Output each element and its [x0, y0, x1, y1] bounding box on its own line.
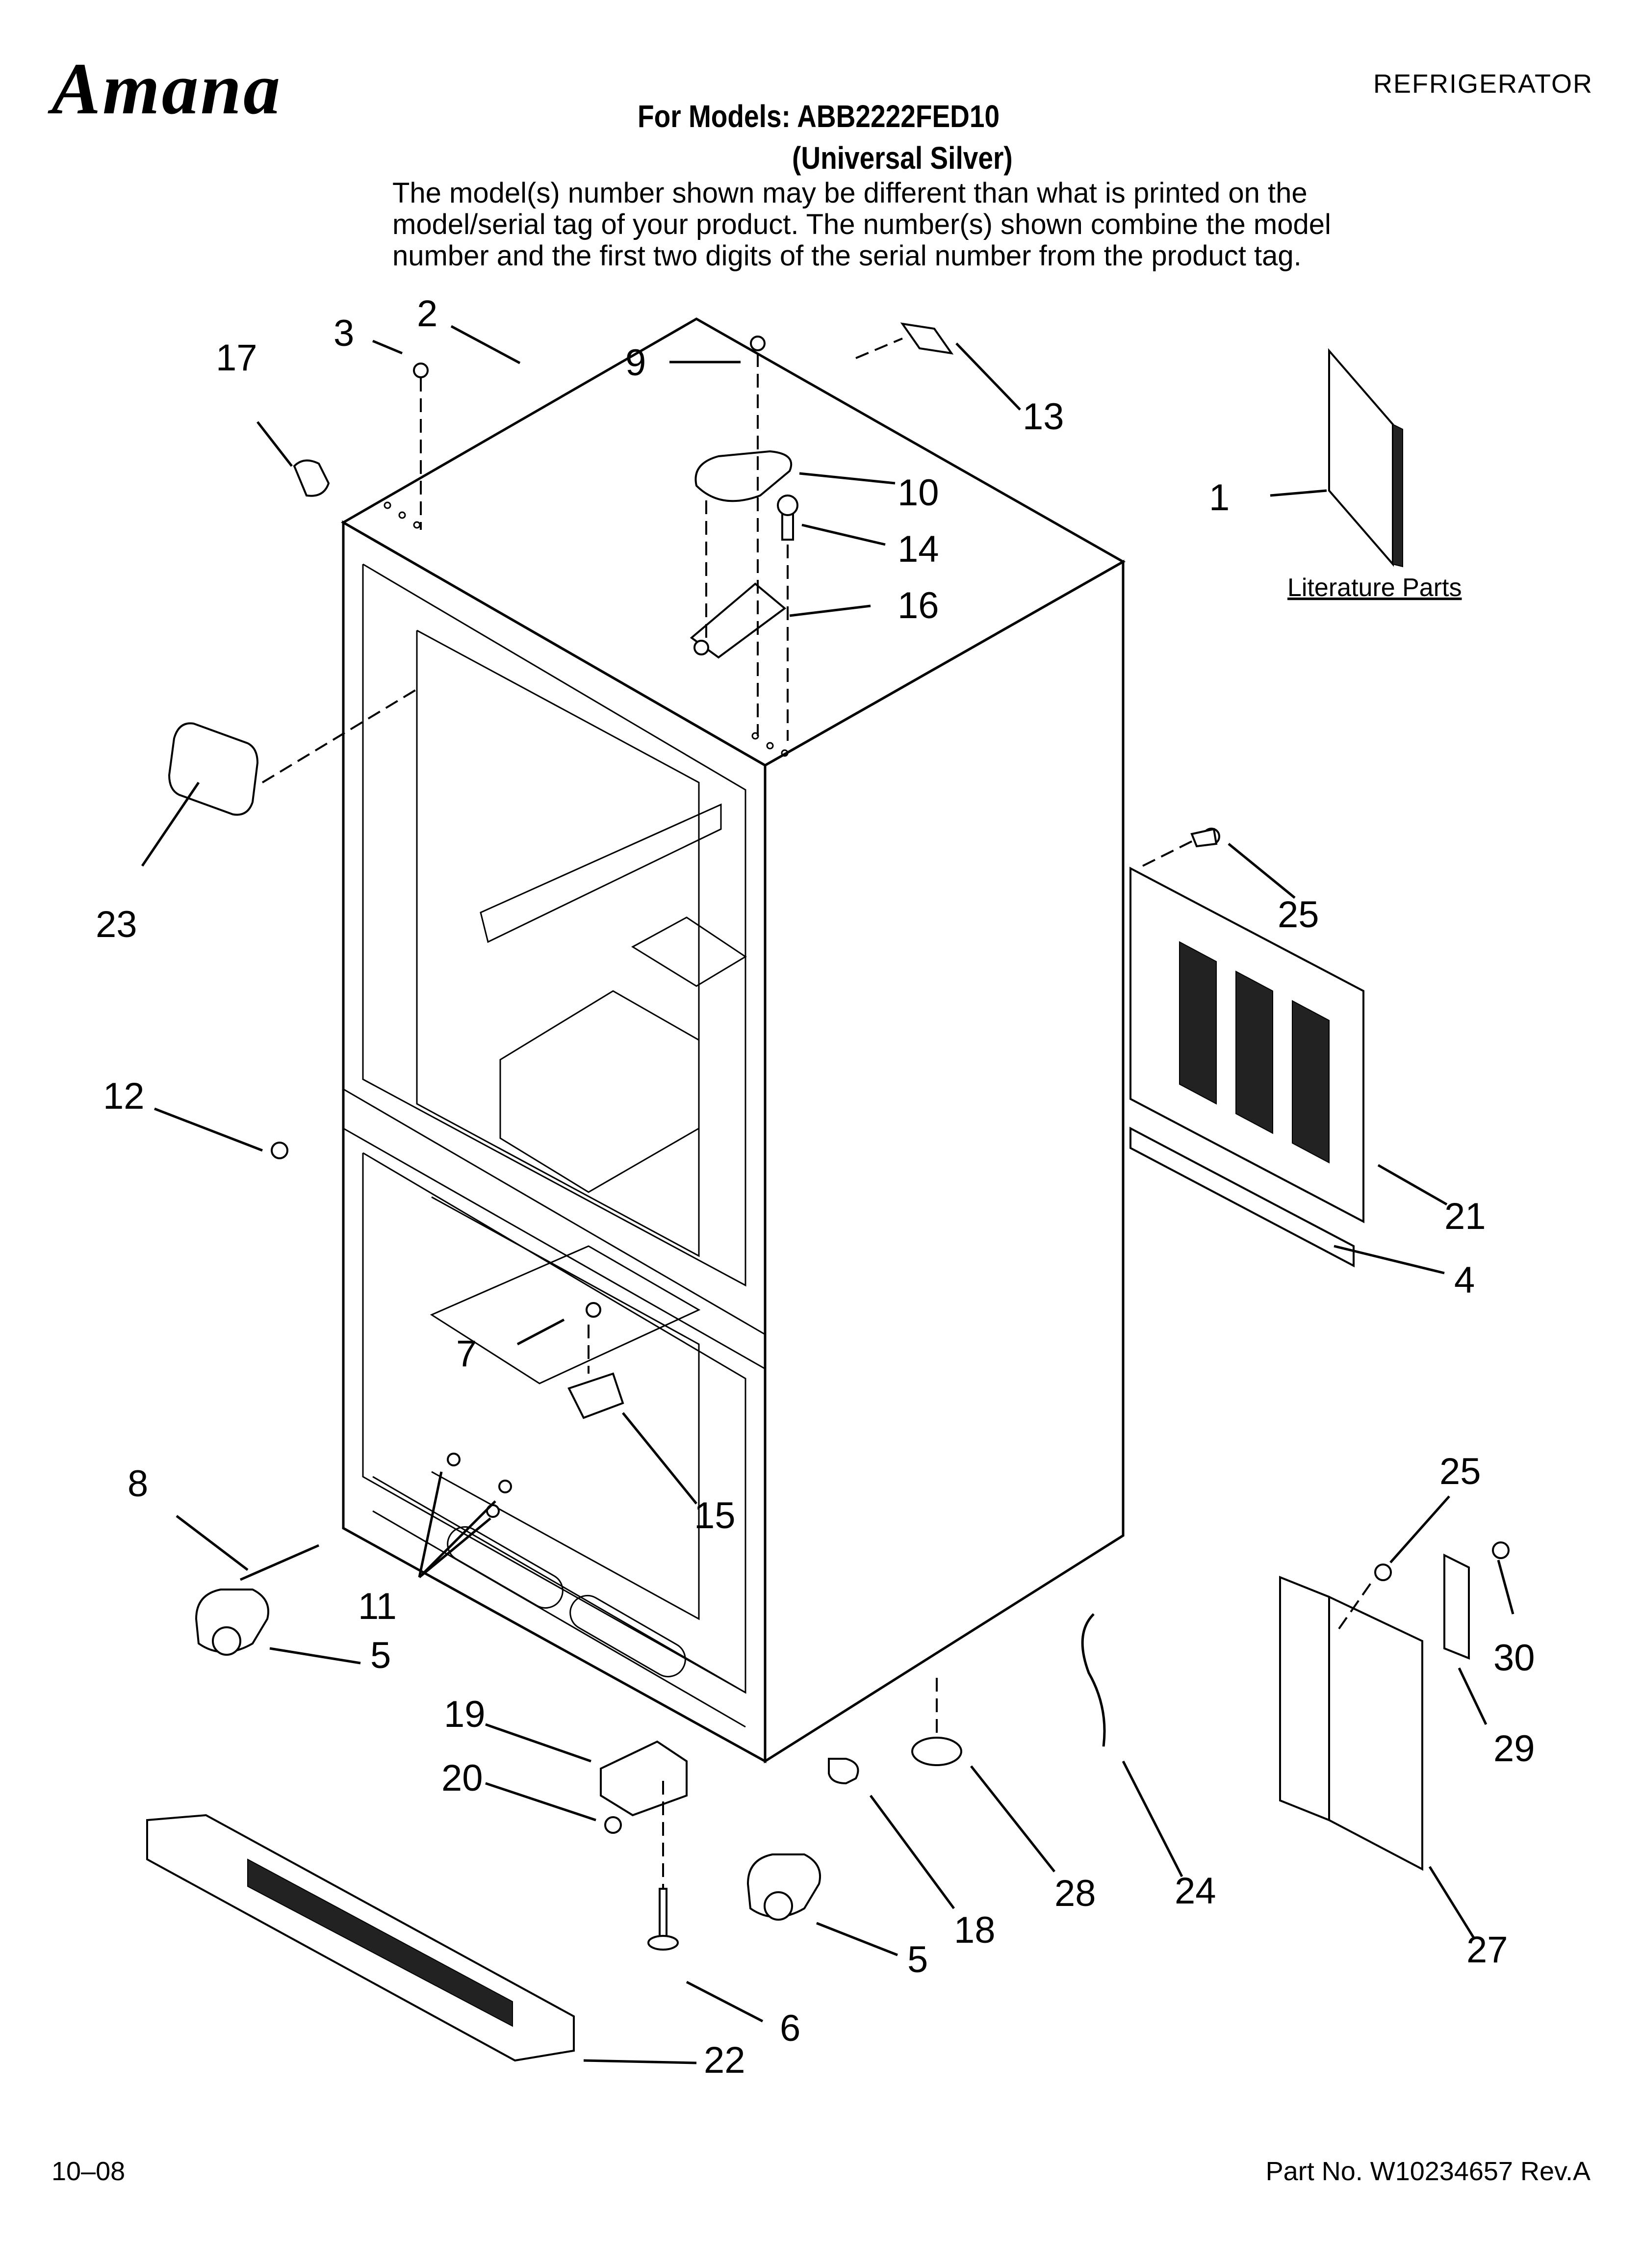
callout-1: 1: [1209, 477, 1230, 519]
callout-7: 7: [456, 1333, 477, 1375]
callout-17: 17: [216, 337, 257, 379]
callout-4: 4: [1454, 1259, 1475, 1301]
document-category: REFRIGERATOR: [1373, 69, 1593, 99]
callout-14: 14: [898, 528, 939, 570]
callout-9: 9: [625, 342, 646, 384]
callout-8: 8: [128, 1463, 148, 1505]
callout-5-left: 5: [370, 1635, 391, 1676]
callout-2: 2: [417, 293, 437, 335]
callout-11: 11: [358, 1586, 397, 1627]
model-note: The model(s) number shown may be differe…: [392, 177, 1331, 272]
callout-19: 19: [444, 1694, 486, 1735]
model-variant: (Universal Silver): [792, 140, 1013, 176]
callout-24: 24: [1175, 1870, 1216, 1912]
callout-25-lower: 25: [1439, 1451, 1481, 1492]
callout-12: 12: [103, 1075, 145, 1117]
callout-18: 18: [954, 1909, 996, 1951]
callout-labels: 1 2 3 4 5 5 6 7 8 9 10 11 12 13 14 15 16…: [96, 293, 1535, 2081]
leader-lines: [141, 325, 1514, 2064]
callout-6: 6: [780, 2007, 800, 2049]
literature-parts-label: Literature Parts: [1287, 574, 1462, 602]
callout-20: 20: [441, 1757, 483, 1799]
callout-16: 16: [898, 585, 939, 626]
callout-3: 3: [334, 313, 354, 354]
callout-30: 30: [1493, 1637, 1535, 1679]
cabinet: [340, 317, 1126, 1764]
top-hinge-parts: [690, 336, 798, 741]
footer-part-number: Part No. W10234657 Rev.A: [1265, 2157, 1591, 2186]
callout-28: 28: [1054, 1873, 1096, 1914]
callout-10: 10: [898, 472, 939, 514]
brand-logo: Amana: [51, 48, 282, 130]
callout-5-right: 5: [907, 1939, 928, 1981]
callout-25-upper: 25: [1278, 894, 1319, 936]
machine-compartment-cover: [1279, 1541, 1510, 1871]
literature-parts: Literature Parts: [1287, 348, 1462, 602]
callout-21: 21: [1444, 1196, 1486, 1237]
callout-23: 23: [96, 904, 137, 945]
callout-29: 29: [1493, 1728, 1535, 1770]
callout-13: 13: [1023, 396, 1064, 438]
footer-date: 10–08: [51, 2157, 126, 2186]
lower-parts: [146, 1142, 1106, 2062]
callout-15: 15: [694, 1495, 736, 1537]
model-numbers: For Models: ABB2222FED10: [638, 99, 1000, 134]
callout-22: 22: [704, 2039, 745, 2081]
callout-27: 27: [1466, 1929, 1508, 1971]
rear-grille: [1129, 828, 1364, 1268]
